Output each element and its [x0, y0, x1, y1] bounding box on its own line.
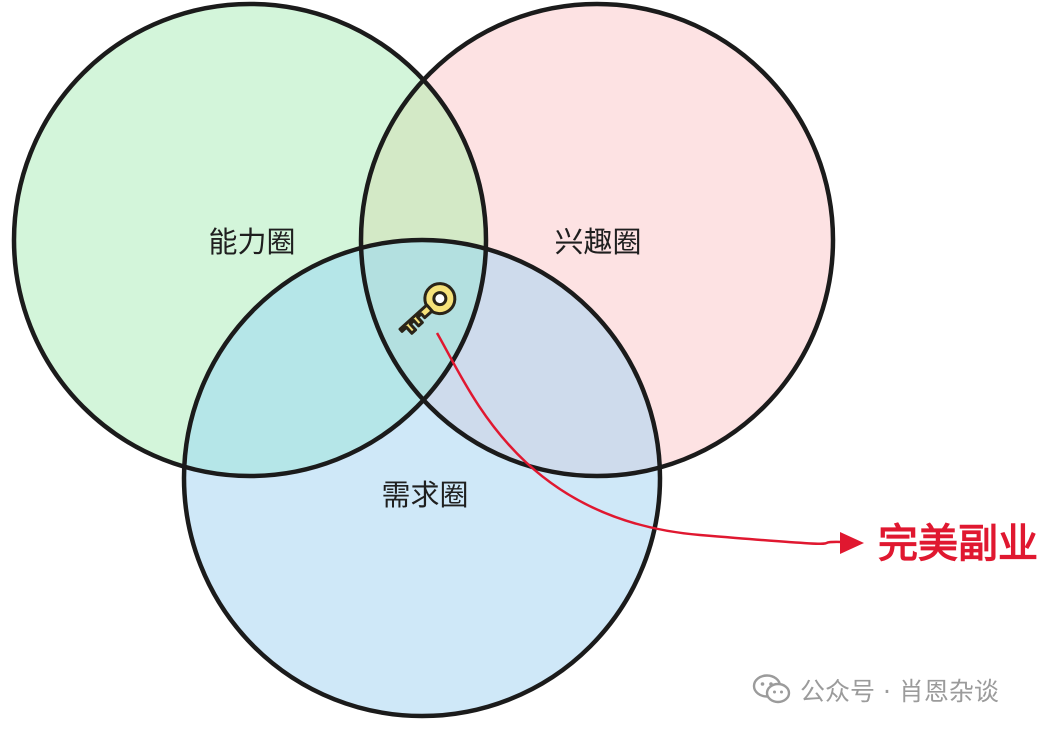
demand-circle-outline: [181, 237, 663, 719]
result-label: 完美副业: [878, 521, 1038, 567]
result-arrowhead: [840, 532, 864, 554]
ability-circle-label: 能力圈: [208, 225, 295, 259]
watermark: 公众号 · 肖恩杂谈: [752, 672, 999, 708]
result-arrow: [435, 332, 843, 546]
wechat-icon: [752, 673, 792, 707]
demand-circle-label: 需求圈: [381, 478, 468, 512]
key-icon: [398, 282, 457, 335]
interest-circle-label: 兴趣圈: [554, 225, 641, 259]
watermark-text: 公众号 · 肖恩杂谈: [800, 677, 999, 706]
ability-circle-outline: [11, 1, 489, 479]
interest-demand-overlap: [361, 240, 660, 476]
ability-demand-overlap: [184, 240, 486, 476]
interest-circle-outline: [358, 1, 836, 479]
